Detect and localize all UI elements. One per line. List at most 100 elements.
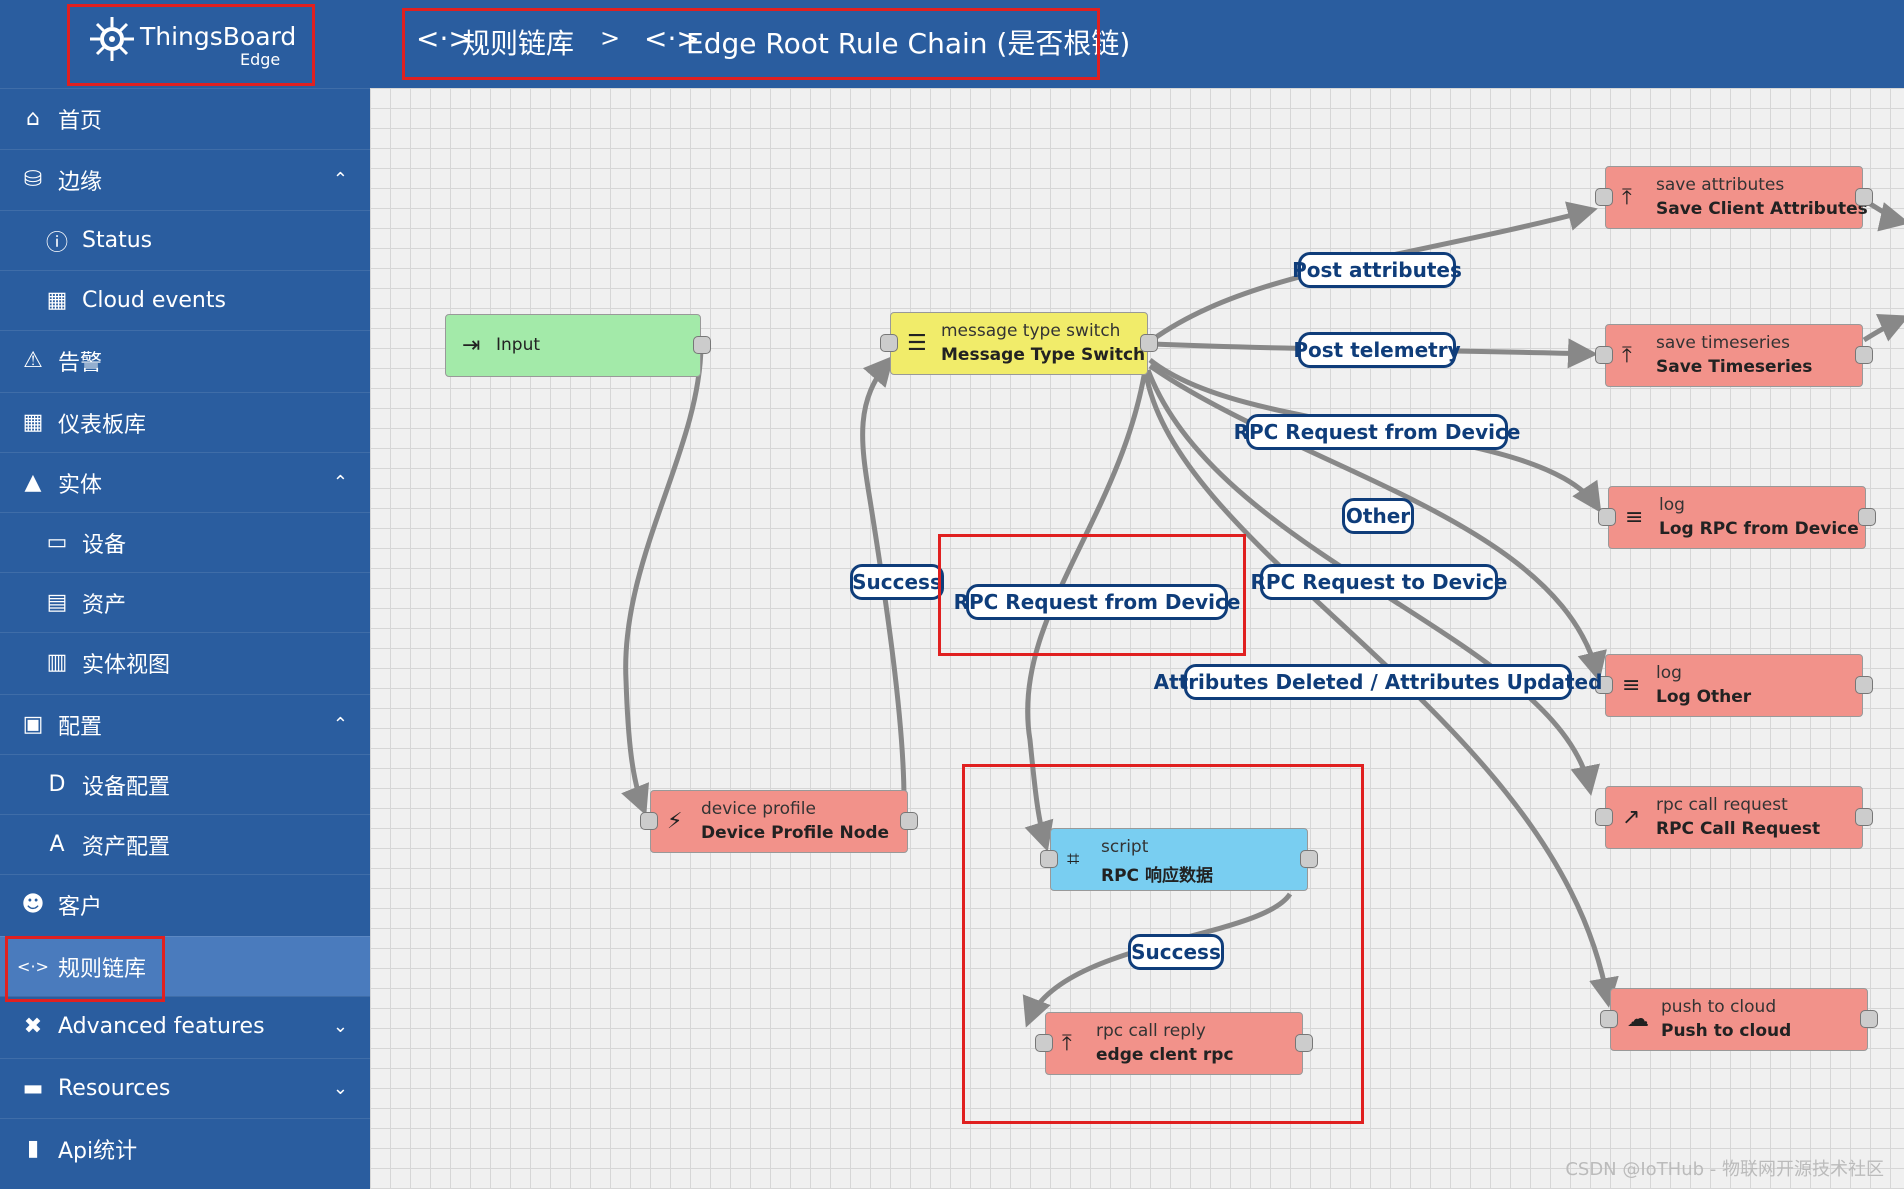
chevron-up-icon[interactable]: ⌃ xyxy=(332,169,348,190)
node-type: rpc call reply xyxy=(1096,1021,1206,1041)
node-name: Input xyxy=(496,335,541,355)
link-label-post-attributes[interactable]: Post attributes xyxy=(1292,252,1462,288)
sidebar-item-label: 首页 xyxy=(58,108,103,134)
profile-icon: ▣ xyxy=(22,712,44,737)
menu-icon: ≡ xyxy=(1622,673,1641,698)
link-label-attributes-deleted-updated[interactable]: Attributes Deleted / Attributes Updated xyxy=(1154,664,1602,700)
node-name: Device Profile Node xyxy=(701,823,890,843)
output-port[interactable] xyxy=(1855,676,1873,694)
link-label-rpc-from-device[interactable]: RPC Request from Device xyxy=(954,584,1240,620)
sidebar-item-label: 规则链库 xyxy=(58,956,147,982)
sidebar-item-5[interactable]: ⚠告警 xyxy=(0,330,370,390)
dashboard-icon: ▦ xyxy=(22,410,44,435)
input-port[interactable] xyxy=(1598,508,1616,526)
input-port[interactable] xyxy=(1600,1010,1618,1028)
chevron-down-icon[interactable]: ⌄ xyxy=(332,1016,348,1037)
input-port[interactable] xyxy=(880,334,898,352)
cloud-upload-icon: ☁ xyxy=(1627,1007,1649,1032)
input-port[interactable] xyxy=(1035,1034,1053,1052)
node-name: Save Client Attributes xyxy=(1656,199,1868,219)
output-port[interactable] xyxy=(1858,508,1876,526)
info-icon: ⓘ xyxy=(45,230,68,256)
output-port[interactable] xyxy=(1300,850,1318,868)
output-port[interactable] xyxy=(1855,346,1873,364)
node-type: message type switch xyxy=(941,321,1121,341)
output-port[interactable] xyxy=(1295,1034,1313,1052)
sidebar-item-8[interactable]: ▭ 设备 xyxy=(0,512,370,572)
input-icon: ⇥ xyxy=(462,333,481,358)
input-port[interactable] xyxy=(1040,850,1058,868)
link-label-success[interactable]: Success xyxy=(850,564,944,600)
device-icon: ▭ xyxy=(46,530,68,555)
node-type: device profile xyxy=(701,799,816,819)
output-port[interactable] xyxy=(1855,188,1873,206)
link-label-post-telemetry[interactable]: Post telemetry xyxy=(1293,332,1461,368)
router-icon: ⛁ xyxy=(23,167,43,192)
brand-sub: Edge xyxy=(240,50,281,69)
sidebar-item-11[interactable]: ▣配置⌃ xyxy=(0,694,370,754)
chevron-up-icon[interactable]: ⌃ xyxy=(332,472,348,493)
link-label-other[interactable]: Other xyxy=(1342,498,1414,534)
link-label-rpc-to-device[interactable]: RPC Request to Device xyxy=(1251,564,1507,600)
output-port[interactable] xyxy=(1860,1010,1878,1028)
input-port[interactable] xyxy=(1595,188,1613,206)
sidebar-item-15[interactable]: <·> 规则链库 xyxy=(0,936,370,996)
sidebar-item-label: 设备 xyxy=(82,532,127,558)
rule-chain-icon: <·> xyxy=(17,957,49,976)
link-label-success[interactable]: Success xyxy=(1128,934,1224,970)
node-type: log xyxy=(1656,663,1682,683)
link-label-rpc-from-device[interactable]: RPC Request from Device xyxy=(1234,414,1520,450)
sidebar-item-9[interactable]: ▤资产 xyxy=(0,572,370,632)
input-port[interactable] xyxy=(640,812,658,830)
breadcrumb-rule-chains[interactable]: 规则链库 xyxy=(462,27,575,60)
arrow-icon: ↗ xyxy=(1622,805,1641,830)
sidebar-item-label: Advanced features xyxy=(58,1014,265,1039)
sidebar-item-16[interactable]: ✖ Advanced features ⌄ xyxy=(0,996,370,1056)
sidebar-item-4[interactable]: ▦Cloud events xyxy=(0,270,370,330)
input-port[interactable] xyxy=(1595,676,1613,694)
entity-icon: ▲ xyxy=(24,470,42,495)
sidebar-item-label: Api统计 xyxy=(58,1138,138,1164)
sidebar-item-label: 边缘 xyxy=(58,169,103,195)
chevron-down-icon[interactable]: ⌄ xyxy=(332,1078,348,1099)
input-port[interactable] xyxy=(1595,346,1613,364)
sidebar-item-18[interactable]: ▮Api统计 xyxy=(0,1118,370,1178)
thingsboard-logo-icon xyxy=(90,17,134,61)
rule-node-input[interactable]: ⇥ Input xyxy=(445,314,701,377)
chevron-up-icon[interactable]: ⌃ xyxy=(332,714,348,735)
output-port[interactable] xyxy=(900,812,918,830)
sidebar-item-6[interactable]: ▦仪表板库 xyxy=(0,392,370,452)
output-port[interactable] xyxy=(693,336,711,354)
sidebar-item-17[interactable]: ▬Resources⌄ xyxy=(0,1058,370,1118)
sidebar-item-14[interactable]: ☻客户 xyxy=(0,874,370,934)
sidebar-item-1[interactable]: ⌂首页 xyxy=(0,88,370,148)
input-port[interactable] xyxy=(1595,808,1613,826)
sidebar-item-2[interactable]: ⛁ 边缘 ⌃ xyxy=(0,149,370,209)
sidebar-item-10[interactable]: ▥实体视图 xyxy=(0,632,370,692)
sidebar-item-label: Cloud events xyxy=(82,288,226,313)
sidebar-item-label: 告警 xyxy=(58,350,103,376)
node-name: Save Timeseries xyxy=(1656,357,1813,377)
tools-icon: ✖ xyxy=(23,1014,43,1039)
logo[interactable]: ThingsBoard Edge xyxy=(0,0,370,88)
output-port[interactable] xyxy=(1855,808,1873,826)
sidebar-item-7[interactable]: ▲ 实体 ⌃ xyxy=(0,452,370,512)
rule-chain-icon: <·> xyxy=(644,22,700,55)
node-type: save timeseries xyxy=(1656,333,1790,353)
node-name: Log Other xyxy=(1656,687,1752,707)
sidebar-item-label: 实体 xyxy=(58,472,103,498)
output-port[interactable] xyxy=(1140,334,1158,352)
